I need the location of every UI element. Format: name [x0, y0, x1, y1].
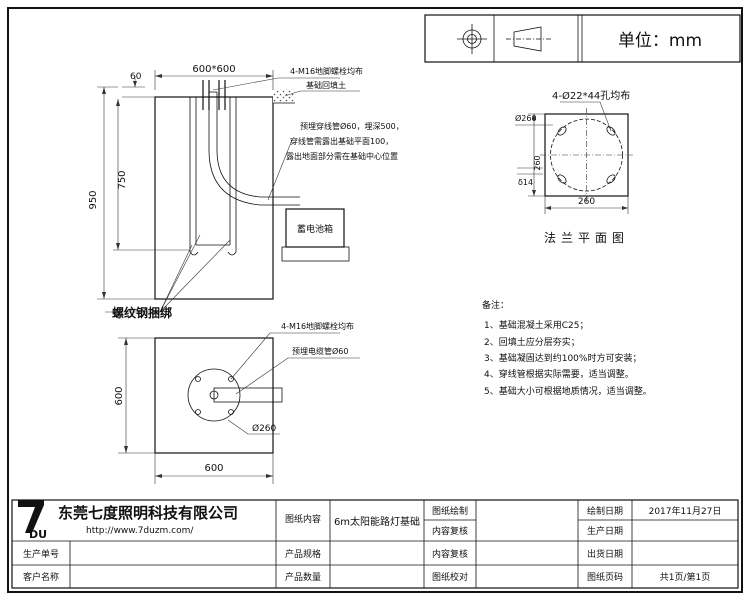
svg-text:产品规格: 产品规格 — [285, 548, 321, 560]
svg-text:生产单号: 生产单号 — [23, 548, 59, 560]
svg-text:露出地面部分需在基础中心位置: 露出地面部分需在基础中心位置 — [286, 151, 398, 161]
battery-pit — [281, 246, 350, 262]
foundation-elevation: 蓄电池箱 600*600 60 950 750 4-M16地脚螺栓均布 基础回填… — [88, 64, 404, 320]
svg-text:600: 600 — [204, 463, 223, 474]
projection-circle-icon — [457, 24, 487, 54]
svg-text:客户名称: 客户名称 — [23, 571, 59, 583]
svg-text:备注：: 备注： — [482, 299, 509, 311]
svg-text:Ø260: Ø260 — [515, 113, 537, 123]
note-item: 5、基础大小可根据地质情况，适当调整。 — [484, 385, 652, 397]
svg-text:出货日期: 出货日期 — [587, 548, 623, 560]
svg-text:预埋电缆管Ø60: 预埋电缆管Ø60 — [292, 346, 348, 356]
svg-text:内容复核: 内容复核 — [432, 525, 468, 537]
draw-date: 2017年11月27日 — [649, 505, 722, 517]
flange-hole — [557, 174, 567, 184]
projection-cone-icon — [506, 26, 553, 52]
svg-text:950: 950 — [88, 190, 99, 209]
company-name: 东莞七度照明科技有限公司 — [58, 504, 238, 522]
flange-hole — [606, 174, 616, 184]
plan-concrete — [154, 337, 274, 454]
remarks: 备注： 1、基础混凝土采用C25； 2、回填土应分层夯实； 3、基础凝固达到约1… — [482, 299, 652, 397]
company-logo: DU — [18, 500, 47, 541]
header-box: 单位：mm — [424, 14, 741, 63]
svg-text:260: 260 — [578, 197, 595, 207]
flange-caption: 法兰平面图 — [544, 231, 629, 245]
concrete-block — [154, 96, 274, 300]
title-block: DU 东莞七度照明科技有限公司 http://www.7duzm.com/ 图纸… — [11, 499, 739, 589]
svg-text:4-Ø22*44孔均布: 4-Ø22*44孔均布 — [552, 90, 630, 102]
flange-hole — [557, 126, 567, 136]
note-item: 1、基础混凝土采用C25； — [484, 319, 588, 331]
svg-text:600*600: 600*600 — [192, 64, 235, 75]
svg-text:生产日期: 生产日期 — [587, 525, 623, 537]
company-website: http://www.7duzm.com/ — [86, 526, 194, 536]
svg-text:Ø260: Ø260 — [252, 423, 277, 434]
svg-text:750: 750 — [117, 170, 128, 189]
flange-hole — [606, 126, 616, 136]
note-item: 4、穿线管根据实际需要，适当调整。 — [484, 368, 634, 380]
svg-text:图纸绘制: 图纸绘制 — [432, 505, 468, 517]
svg-text:穿线管需露出基础平面100，: 穿线管需露出基础平面100， — [290, 136, 393, 146]
foundation-plan: 600 600 4-M16地脚螺栓均布 预埋电缆管Ø60 Ø260 — [114, 321, 360, 484]
flange-plan: 4-Ø22*44孔均布 Ø260 260 δ14 260 法兰平面图 — [515, 90, 633, 245]
svg-text:60: 60 — [130, 72, 142, 82]
cable-conduit — [213, 387, 283, 403]
drawing-title: 6m太阳能路灯基础 — [334, 515, 420, 528]
svg-text:DU: DU — [29, 528, 47, 541]
backfill-soil — [273, 89, 295, 103]
svg-text:产品数量: 产品数量 — [285, 571, 321, 583]
svg-text:绘制日期: 绘制日期 — [587, 505, 623, 517]
rebar-note: 螺纹钢捆绑 — [112, 305, 172, 320]
conduit-pipe — [208, 92, 300, 206]
note-item: 3、基础凝固达到约100%时方可安装； — [484, 352, 641, 364]
svg-text:4-M16地脚螺栓均布: 4-M16地脚螺栓均布 — [290, 66, 363, 76]
plan-bolt-circle — [187, 368, 241, 422]
svg-text:图纸内容: 图纸内容 — [285, 513, 321, 525]
svg-text:预埋穿线管Ø60，埋深500，: 预埋穿线管Ø60，埋深500， — [300, 121, 404, 131]
svg-text:δ14: δ14 — [518, 178, 533, 187]
svg-text:600: 600 — [114, 386, 125, 405]
svg-text:260: 260 — [533, 155, 542, 170]
unit-label: 单位：mm — [618, 31, 702, 51]
page-number: 共1页/第1页 — [660, 571, 711, 583]
svg-text:4-M16地脚螺栓均布: 4-M16地脚螺栓均布 — [281, 321, 354, 331]
svg-text:蓄电池箱: 蓄电池箱 — [297, 223, 333, 235]
svg-text:内容复核: 内容复核 — [432, 548, 468, 560]
svg-text:图纸页码: 图纸页码 — [587, 571, 623, 583]
note-item: 2、回填土应分层夯实； — [484, 336, 580, 348]
svg-text:图纸校对: 图纸校对 — [432, 571, 468, 583]
outer-frame — [7, 7, 743, 593]
svg-text:基础回填土: 基础回填土 — [306, 80, 346, 90]
